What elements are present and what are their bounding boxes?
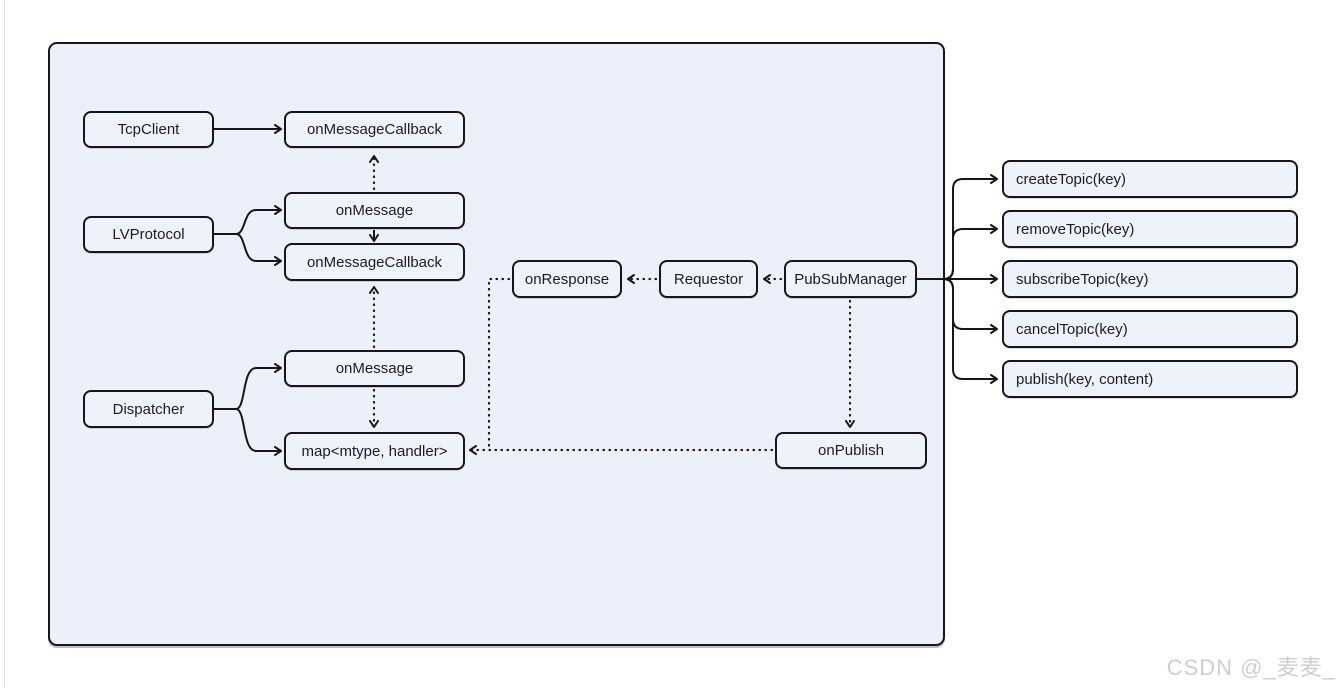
node-requestor: Requestor — [659, 260, 758, 298]
node-label: createTopic(key) — [1016, 170, 1127, 188]
node-onmessagecallback-top: onMessageCallback — [284, 111, 465, 148]
node-tcpclient: TcpClient — [83, 111, 214, 148]
node-label: onMessage — [335, 360, 414, 377]
node-label: onMessageCallback — [306, 253, 443, 271]
csdn-watermark: CSDN @_麦麦_ — [1166, 655, 1336, 680]
node-onmessage-dispatcher: onMessage — [284, 350, 465, 387]
node-publish: publish(key, content) — [1002, 360, 1298, 398]
node-createtopic: createTopic(key) — [1002, 160, 1298, 198]
node-label: map<mtype, handler> — [301, 442, 448, 460]
node-label: removeTopic(key) — [1016, 220, 1135, 238]
node-pubsubmanager: PubSubManager — [784, 260, 917, 298]
node-onresponse: onResponse — [512, 260, 622, 298]
node-label: cancelTopic(key) — [1016, 320, 1128, 338]
page-left-edge-line — [4, 0, 5, 688]
node-label: Requestor — [673, 270, 744, 288]
node-removetopic: removeTopic(key) — [1002, 210, 1298, 248]
node-onmessagecallback-lvprotocol: onMessageCallback — [284, 243, 465, 281]
node-label: onResponse — [524, 270, 610, 288]
node-label: TcpClient — [117, 121, 180, 138]
node-canceltopic: cancelTopic(key) — [1002, 310, 1298, 348]
node-label: onMessageCallback — [306, 121, 443, 138]
node-onpublish: onPublish — [775, 432, 927, 469]
node-map-mtype-handler: map<mtype, handler> — [284, 432, 465, 470]
node-label: LVProtocol — [112, 226, 185, 243]
node-label: onMessage — [335, 202, 414, 219]
node-dispatcher: Dispatcher — [83, 390, 214, 428]
node-label: subscribeTopic(key) — [1016, 270, 1149, 288]
node-label: Dispatcher — [112, 400, 185, 418]
node-subscribetopic: subscribeTopic(key) — [1002, 260, 1298, 298]
node-label: publish(key, content) — [1016, 370, 1154, 388]
node-label: onPublish — [818, 442, 884, 459]
node-onmessage-lvprotocol: onMessage — [284, 192, 465, 229]
node-lvprotocol: LVProtocol — [83, 216, 214, 253]
node-label: PubSubManager — [794, 270, 907, 288]
